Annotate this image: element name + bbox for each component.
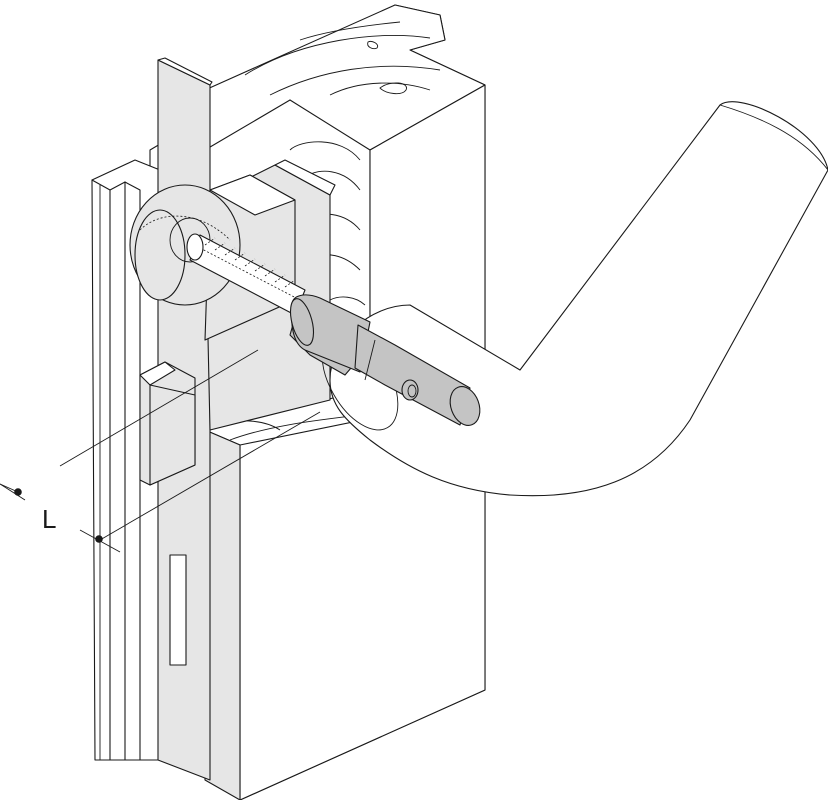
shaft-sleeve (289, 294, 376, 376)
latch-slot (169, 554, 187, 666)
dimension-l: L (0, 349, 321, 553)
dimension-label: L (42, 504, 56, 534)
latch-bolt (139, 361, 196, 486)
dimension-point-lower (95, 535, 103, 543)
shaft-tip (354, 324, 481, 426)
shaft-cross-hole (401, 379, 419, 401)
door-leaf-bottom (204, 394, 486, 800)
rose-escutcheon (129, 184, 241, 306)
